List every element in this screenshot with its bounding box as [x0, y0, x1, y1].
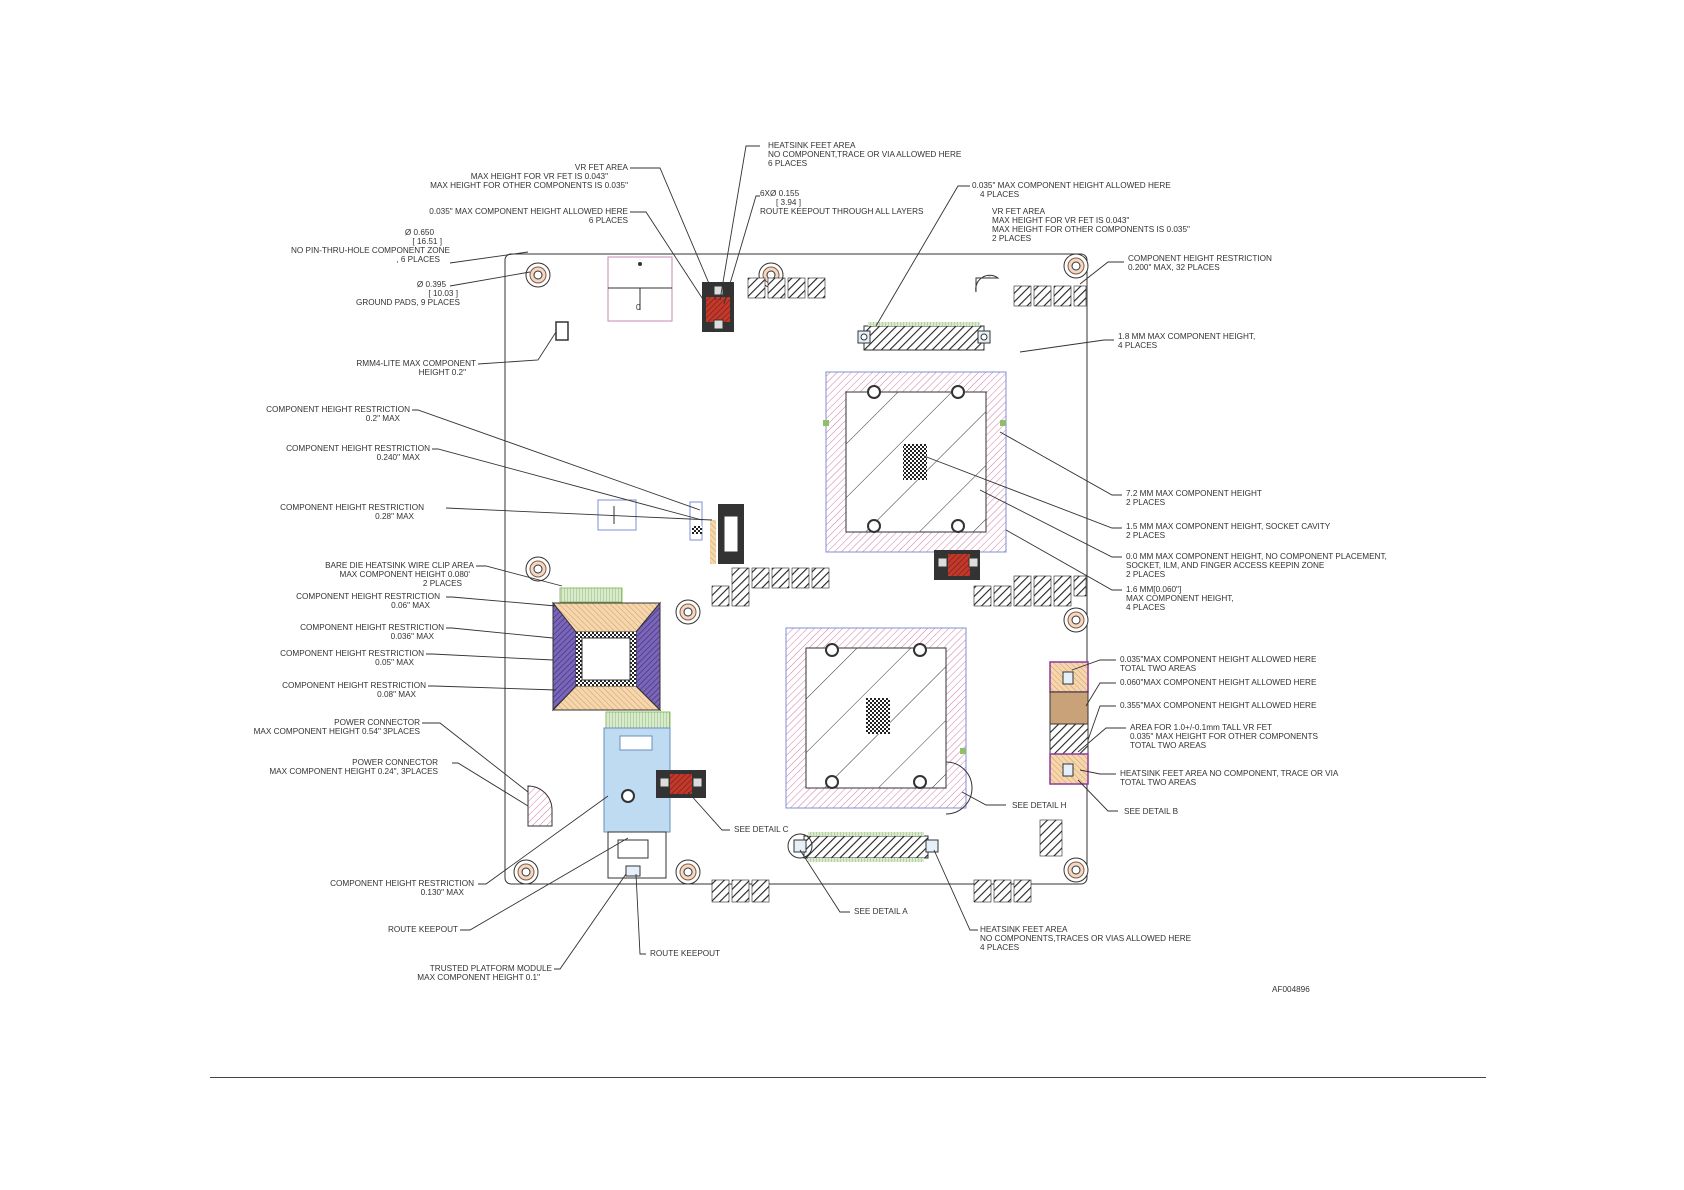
label-route-keepout-bottom: ROUTE KEEPOUT	[650, 949, 720, 958]
label-npth-zone: Ø 0.650[ 16.51 ]NO PIN-THRU-HOLE COMPONE…	[291, 228, 451, 264]
board-outline	[504, 253, 1088, 885]
mounting-hole	[675, 599, 701, 625]
label-see-detail-h: SEE DETAIL H	[1012, 801, 1067, 810]
label-route-keepout-left: ROUTE KEEPOUT	[388, 925, 458, 934]
label-route-keepout-6x: 6XØ 0.155[ 3.94 ]ROUTE KEEPOUT THROUGH A…	[760, 189, 924, 216]
label-max060: 0.060"MAX COMPONENT HEIGHT ALLOWED HERE	[1120, 678, 1317, 687]
label-heatsink-feet-two: HEATSINK FEET AREA NO COMPONENT, TRACE O…	[1120, 769, 1339, 787]
page-bottom-rule	[210, 1077, 1486, 1078]
socket-lower-right	[785, 627, 973, 815]
mounting-holes	[513, 253, 1089, 885]
vr-fet-area-mid	[934, 550, 980, 580]
mounting-hole	[513, 859, 539, 885]
power-connector-shape	[527, 785, 553, 827]
board-mark-zero: 0	[636, 303, 641, 312]
mounting-hole	[525, 262, 551, 288]
leader-lines	[412, 145, 1126, 970]
figure-id: AF004896	[1272, 985, 1310, 994]
label-mm16: 1.6 MM[0.060"]MAX COMPONENT HEIGHT,4 PLA…	[1126, 585, 1234, 612]
vr-fet-area-bottom-left	[656, 770, 706, 798]
heatsink-feet-bar-bottom	[787, 832, 939, 862]
rmm4-connector	[555, 321, 569, 341]
heatsink-feet-bar-top	[857, 322, 991, 351]
mounting-hole	[525, 556, 551, 582]
component-outline-top-left	[607, 256, 673, 322]
mounting-hole	[1063, 607, 1089, 633]
connector-left-middle	[597, 499, 744, 564]
label-max355: 0.355"MAX COMPONENT HEIGHT ALLOWED HERE	[1120, 701, 1317, 710]
label-see-detail-a: SEE DETAIL A	[854, 907, 908, 916]
vr-fet-area-top	[702, 282, 734, 332]
corner-keepout-shape	[975, 274, 1000, 293]
socket-upper-right	[823, 371, 1007, 553]
mounting-hole	[1063, 253, 1089, 279]
label-mm18: 1.8 MM MAX COMPONENT HEIGHT,4 PLACES	[1118, 332, 1255, 350]
label-mm15: 1.5 MM MAX COMPONENT HEIGHT, SOCKET CAVI…	[1126, 522, 1331, 540]
vr-fet-area-right	[1049, 661, 1089, 785]
label-max035-6places: 0.035" MAX COMPONENT HEIGHT ALLOWED HERE…	[429, 207, 628, 225]
power-connector-blue	[603, 727, 671, 879]
height-restriction-squares	[711, 277, 1087, 903]
label-see-detail-c: SEE DETAIL C	[734, 825, 789, 834]
label-see-detail-b: SEE DETAIL B	[1124, 807, 1179, 816]
mounting-hole	[675, 859, 701, 885]
label-mm00: 0.0 MM MAX COMPONENT HEIGHT, NO COMPONEN…	[1126, 552, 1387, 579]
label-ground-pads: Ø 0.395[ 10.03 ]GROUND PADS, 9 PLACES	[356, 280, 461, 307]
bare-die-package	[551, 587, 671, 729]
mounting-hole	[1063, 857, 1089, 883]
label-max035-4places: 0.035" MAX COMPONENT HEIGHT ALLOWED HERE…	[972, 181, 1171, 199]
